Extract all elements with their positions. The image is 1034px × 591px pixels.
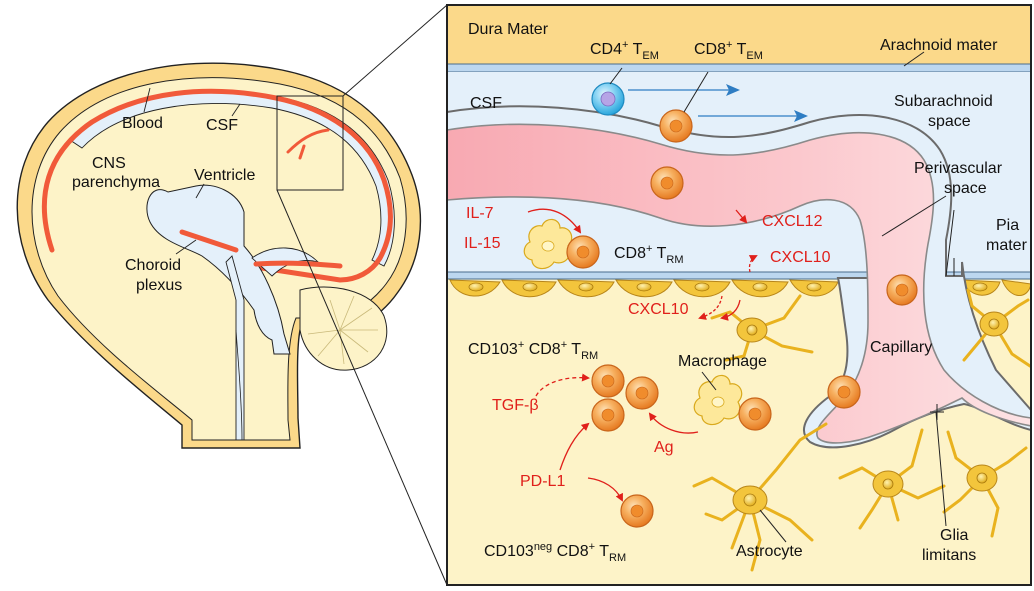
label-pdl1: PD-L1 bbox=[520, 473, 565, 490]
macrophage-csf-nucleus bbox=[541, 240, 555, 252]
label-tgf: TGF-β bbox=[492, 397, 539, 414]
label-il15: IL-15 bbox=[464, 235, 501, 252]
label-ag: Ag bbox=[654, 439, 674, 456]
il7-arrow bbox=[527, 208, 582, 234]
cxcl10-down-arrow bbox=[698, 295, 723, 320]
zoom-line-top bbox=[342, 4, 448, 97]
label-blood: Blood bbox=[122, 115, 163, 132]
label-panel-csf: CSF bbox=[470, 95, 502, 112]
choroid-plexus-vessel bbox=[179, 229, 239, 253]
leader-choroid bbox=[175, 239, 197, 255]
brain-blood-vessel bbox=[41, 88, 393, 283]
cd8-perivascular-cell-2 bbox=[886, 274, 918, 306]
label-subarachnoid-space: space bbox=[928, 113, 971, 130]
cd4-tem-cell bbox=[591, 82, 625, 116]
label-cd8-tem: CD8+ TEM bbox=[694, 39, 763, 62]
leader-arachnoid bbox=[903, 51, 925, 67]
cd8-macrophage-partner-cell bbox=[738, 397, 772, 431]
macrophage-parenchyma-nucleus bbox=[711, 396, 725, 408]
pia-mater-line bbox=[447, 271, 1031, 280]
cd8-tem-cell bbox=[659, 109, 693, 143]
pdl1-arrow-right bbox=[587, 477, 623, 502]
cd8-trm-perivascular-cell bbox=[566, 235, 600, 269]
label-pia-mater: mater bbox=[986, 237, 1028, 254]
leader-ventricle bbox=[195, 183, 205, 199]
zoom-line-bottom bbox=[276, 189, 448, 586]
brain-sagittal: Blood CSF CNS parenchyma Ventricle Choro… bbox=[16, 62, 422, 449]
label-choroid: Choroid bbox=[125, 257, 181, 274]
brain-ventricle bbox=[146, 184, 291, 355]
label-il7: IL-7 bbox=[466, 205, 494, 222]
brainstem-outline bbox=[235, 329, 243, 441]
choroid-plexus-vessel-2 bbox=[253, 260, 343, 269]
label-subarachnoid: Subarachnoid bbox=[894, 93, 993, 110]
label-cxcl10-upper: CXCL10 bbox=[770, 249, 831, 266]
ag-arrow bbox=[648, 412, 699, 434]
glia-bracket bbox=[930, 404, 944, 420]
leader-astrocyte bbox=[759, 509, 787, 543]
leader-blood bbox=[143, 87, 151, 113]
leader-glia bbox=[935, 411, 947, 527]
pdl1-arrow-up bbox=[559, 422, 590, 471]
tgf-arrow bbox=[535, 373, 590, 397]
capillary-vessel bbox=[447, 123, 1031, 444]
label-ventricle: Ventricle bbox=[194, 167, 255, 184]
label-cd8-trm: CD8+ TRM bbox=[614, 243, 684, 266]
cerebellum-folia bbox=[307, 295, 378, 365]
cd8-extravasating-cell bbox=[827, 375, 861, 409]
label-dura-mater: Dura Mater bbox=[468, 21, 549, 38]
leader-cd4 bbox=[609, 67, 623, 85]
label-cd4-tem: CD4+ TEM bbox=[590, 39, 659, 62]
label-capillary: Capillary bbox=[870, 339, 932, 356]
label-perivascular-space: space bbox=[944, 180, 987, 197]
astrocyte-nuclei bbox=[743, 318, 1000, 507]
zoom-panel-frame bbox=[446, 4, 1032, 586]
label-cxcl12: CXCL12 bbox=[762, 213, 823, 230]
leader-macrophage bbox=[701, 371, 717, 391]
callout-vessel-branch bbox=[286, 128, 330, 160]
label-cd103neg-trm: CD103neg CD8+ TRM bbox=[484, 541, 626, 564]
label-astrocyte: Astrocyte bbox=[736, 543, 803, 560]
endfeet-nuclei bbox=[468, 282, 988, 292]
cd8-vessel-cell bbox=[650, 166, 684, 200]
leader-perivascular-space bbox=[945, 209, 955, 277]
label-pia: Pia bbox=[996, 217, 1019, 234]
label-cns: CNS bbox=[92, 155, 126, 172]
label-plexus: plexus bbox=[136, 277, 182, 294]
label-parenchyma: parenchyma bbox=[72, 174, 160, 191]
label-macrophage: Macrophage bbox=[678, 353, 767, 370]
leader-csf bbox=[231, 103, 241, 117]
dura-mater bbox=[447, 5, 1031, 65]
label-arachnoid: Arachnoid mater bbox=[880, 37, 998, 54]
label-perivascular: Perivascular bbox=[914, 160, 1003, 177]
leader-cd8em bbox=[683, 71, 709, 113]
label-cd103pos-trm: CD103+ CD8+ TRM bbox=[468, 339, 598, 362]
leader-perivascular bbox=[881, 195, 947, 237]
cd103neg-trm-cell bbox=[620, 494, 654, 528]
cxcl10-up-arrow bbox=[748, 255, 758, 273]
brain-aqueduct bbox=[225, 255, 245, 441]
label-cxcl10-lower: CXCL10 bbox=[628, 301, 689, 318]
arachnoid-mater bbox=[447, 63, 1031, 73]
zoom-panel: Dura Mater Arachnoid mater CSF CD4+ TEM … bbox=[447, 5, 1031, 585]
cxcl10-glia-arrow bbox=[720, 299, 741, 321]
cxcl12-arrow bbox=[735, 209, 748, 224]
zoom-callout-box bbox=[276, 95, 344, 191]
cd103pos-trm-cluster bbox=[591, 364, 659, 432]
label-glia: Glia bbox=[940, 527, 969, 544]
label-glia-limitans: limitans bbox=[922, 547, 976, 564]
label-brain-csf: CSF bbox=[206, 117, 238, 134]
